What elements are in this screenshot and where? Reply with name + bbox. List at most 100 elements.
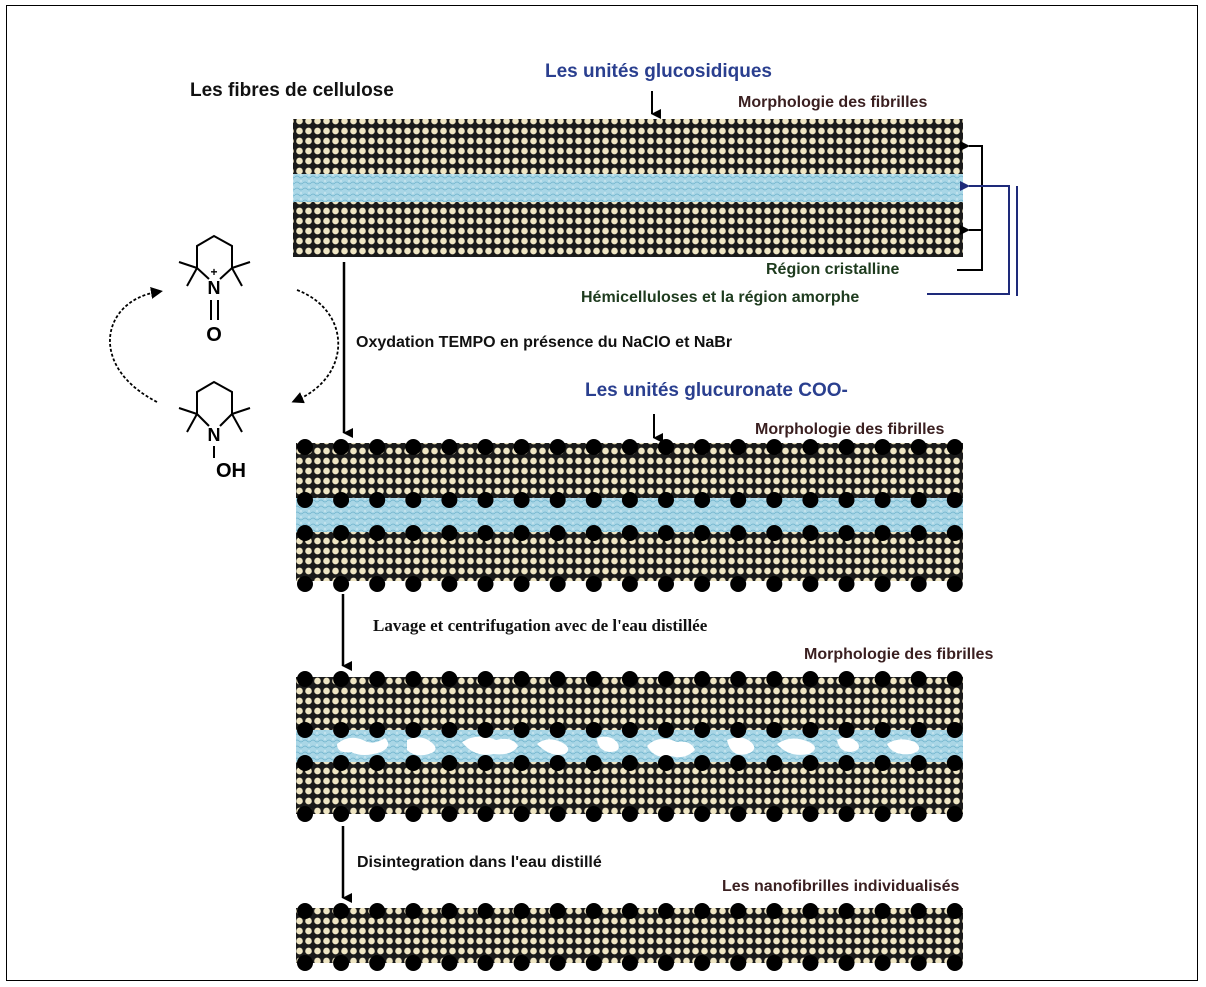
carboxylate-dot (658, 955, 674, 971)
carboxylate-dot (333, 492, 350, 508)
carboxylate-dot (694, 671, 711, 687)
carboxylate-dot (333, 439, 350, 455)
carboxylate-dot (477, 439, 494, 455)
carboxylate-groups (297, 439, 963, 592)
carboxylate-dot (297, 671, 313, 687)
carboxylate-dot (694, 576, 711, 592)
tempo-reduced-oh: OH (216, 460, 246, 482)
carboxylate-dot (441, 722, 458, 738)
carboxylate-dot (874, 671, 891, 687)
carboxylate-dot (838, 806, 855, 822)
carboxylate-dot (333, 955, 350, 971)
carboxylate-dot (730, 576, 747, 592)
carboxylate-dot (730, 525, 747, 541)
carboxylate-dot (369, 492, 386, 508)
carboxylate-dot (946, 439, 963, 455)
carboxylate-dot (405, 755, 422, 771)
carboxylate-dot (946, 671, 963, 687)
carboxylate-dot (838, 671, 855, 687)
carboxylate-dot (369, 671, 386, 687)
carboxylate-dot (694, 806, 711, 822)
carboxylate-dot (513, 525, 530, 541)
carboxylate-dot (802, 903, 819, 919)
label-washing-step: Lavage et centrifugation avec de l'eau d… (373, 616, 708, 635)
tempo-oxidized-n: N (208, 278, 221, 298)
crystalline-layer-top (293, 119, 963, 174)
carboxylate-dot (585, 722, 602, 738)
carboxylate-dot (766, 955, 783, 971)
carboxylate-dot (802, 492, 819, 508)
carboxylate-dot (946, 525, 963, 541)
carboxylate-dot (585, 955, 602, 971)
carboxylate-dot (477, 722, 494, 738)
carboxylate-dot (621, 576, 638, 592)
carboxylate-dot (369, 806, 386, 822)
carboxylate-dot (874, 492, 891, 508)
carboxylate-dot (477, 525, 494, 541)
carboxylate-dot (333, 576, 350, 592)
tempo-oxidized-charge: + (210, 265, 217, 279)
carboxylate-dot (838, 903, 855, 919)
fibril-block-1 (293, 119, 963, 257)
carboxylate-dot (658, 576, 674, 592)
carboxylate-dot (766, 576, 783, 592)
carboxylate-dot (874, 806, 891, 822)
carboxylate-dot (477, 806, 494, 822)
carboxylate-dot (549, 492, 566, 508)
carboxylate-dot (585, 576, 602, 592)
carboxylate-dot (333, 671, 350, 687)
label-morphology-3: Morphologie des fibrilles (804, 646, 993, 663)
carboxylate-dot (513, 492, 530, 508)
label-crystalline-region: Région cristalline (766, 261, 899, 278)
tempo-oxidized-molecule (178, 234, 251, 320)
carboxylate-dot (802, 439, 819, 455)
carboxylate-dot (694, 755, 711, 771)
carboxylate-dot (441, 576, 458, 592)
carboxylate-dot (946, 576, 963, 592)
carboxylate-groups (297, 671, 963, 822)
carboxylate-dot (297, 755, 313, 771)
carboxylate-dot (621, 903, 638, 919)
carboxylate-dot (297, 439, 313, 455)
fibril-block-4 (296, 903, 963, 971)
carboxylate-dot (549, 806, 566, 822)
carboxylate-dot (946, 955, 963, 971)
carboxylate-dot (621, 806, 638, 822)
carboxylate-dot (405, 903, 422, 919)
carboxylate-dot (477, 492, 494, 508)
carboxylate-dot (766, 439, 783, 455)
label-oxidation-step: Oxydation TEMPO en présence du NaClO et … (356, 334, 732, 351)
carboxylate-dot (549, 755, 566, 771)
carboxylate-dot (549, 576, 566, 592)
carboxylate-dot (297, 955, 313, 971)
carboxylate-dot (585, 525, 602, 541)
carboxylate-dot (297, 903, 313, 919)
carboxylate-dot (946, 806, 963, 822)
fibril-block-3 (296, 671, 963, 822)
carboxylate-dot (730, 806, 747, 822)
carboxylate-dot (730, 955, 747, 971)
carboxylate-dot (621, 722, 638, 738)
tempo-reduced-n: N (208, 425, 221, 445)
carboxylate-dot (694, 439, 711, 455)
carboxylate-dot (405, 955, 422, 971)
label-glucosidic-units: Les unités glucosidiques (545, 61, 772, 82)
carboxylate-dot (585, 492, 602, 508)
carboxylate-dot (838, 755, 855, 771)
carboxylate-dot (766, 806, 783, 822)
carboxylate-dot (910, 671, 927, 687)
carboxylate-dot (621, 755, 638, 771)
amorphous-layer (293, 174, 963, 202)
carboxylate-dot (549, 722, 566, 738)
carboxylate-dot (946, 755, 963, 771)
tempo-cycle: N + O N OH (109, 234, 340, 482)
carboxylate-dot (513, 439, 530, 455)
carboxylate-dot (874, 755, 891, 771)
carboxylate-dot (405, 492, 422, 508)
amorphous-voids (337, 736, 920, 758)
carboxylate-dot (730, 671, 747, 687)
carboxylate-dot (910, 955, 927, 971)
carboxylate-dot (910, 903, 927, 919)
carboxylate-dot (694, 525, 711, 541)
label-morphology-2: Morphologie des fibrilles (755, 421, 944, 438)
